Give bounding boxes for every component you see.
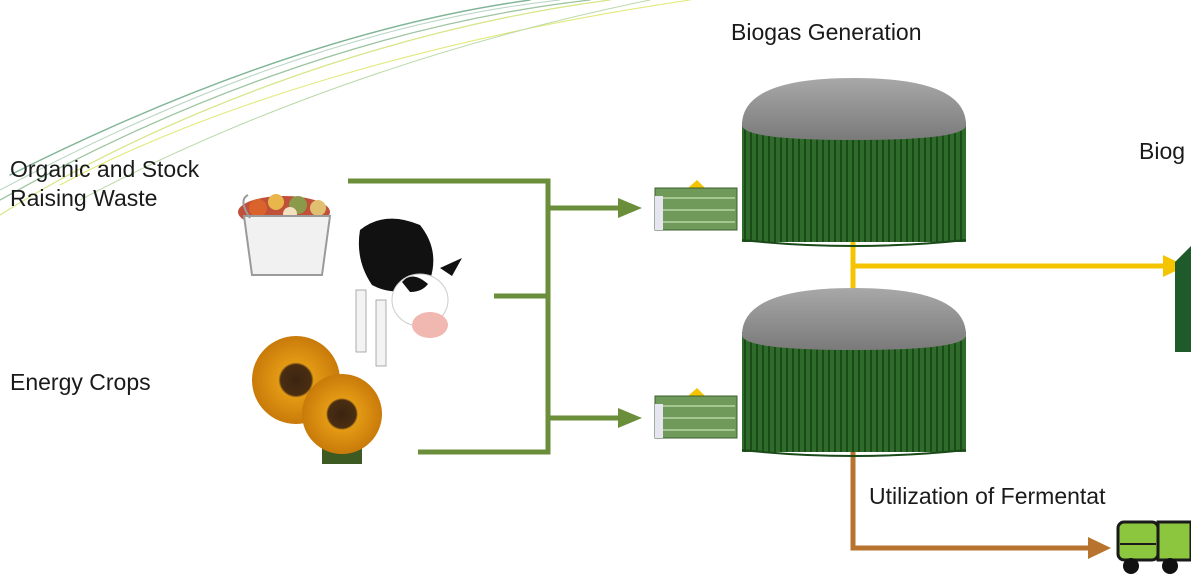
digester-tank-icon: [741, 78, 967, 247]
label-fermentation-utilization: Utilization of Fermentat: [869, 483, 1106, 509]
decorative-swoosh: [0, 0, 691, 216]
feed-hopper-icon: [654, 180, 738, 231]
sunflower-icon: [252, 336, 382, 464]
food-waste-bucket-icon: [238, 194, 332, 276]
fertilizer-cart-icon: [1116, 520, 1191, 574]
digester-tank-icon: [741, 288, 967, 457]
gas-utilization-building-icon: [1175, 246, 1191, 352]
label-biogas-generation: Biogas Generation: [731, 19, 922, 45]
label-biogas-utilization: Biog: [1139, 138, 1186, 164]
feed-arrowhead-top: [618, 198, 642, 218]
label-organic-waste: Organic and Stock Raising Waste: [10, 156, 200, 211]
feed-flow-arrows: [348, 178, 620, 455]
cow-icon: [354, 218, 462, 367]
fermentation-flow-arrow: [850, 452, 1111, 559]
feed-arrowhead-bottom: [618, 408, 642, 428]
label-energy-crops: Energy Crops: [10, 369, 151, 395]
biogas-flow-arrow: [850, 240, 1186, 292]
feed-hopper-icon: [654, 388, 738, 439]
